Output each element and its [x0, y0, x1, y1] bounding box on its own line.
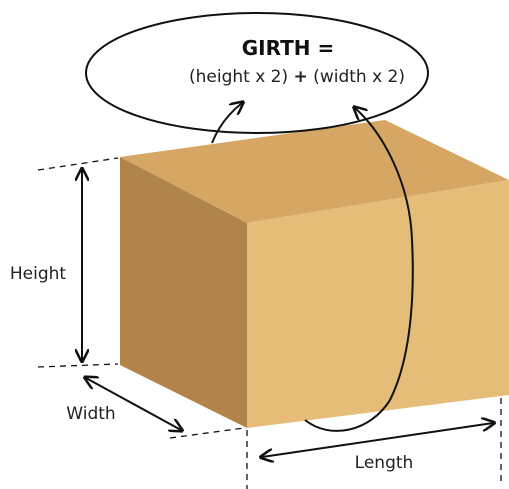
height-guide-bottom — [37, 363, 119, 368]
formula-title: GIRTH = — [242, 36, 334, 60]
length-arrow — [262, 423, 493, 457]
formula-expression: (height x 2) + (width x 2) — [189, 67, 405, 87]
width-guide-bottom — [169, 427, 245, 439]
box-left-face — [120, 157, 247, 428]
width-label: Width — [66, 404, 115, 424]
width-arrow — [86, 378, 181, 430]
length-label: Length — [355, 453, 414, 473]
box-top-face — [120, 120, 509, 223]
height-label: Height — [10, 264, 67, 284]
guide-lines — [37, 157, 502, 489]
box-front-face — [247, 180, 509, 428]
formula-part-width: (width x 2) — [308, 67, 405, 87]
formula-part-height: (height x 2) — [189, 67, 294, 87]
box — [120, 120, 509, 428]
formula-ellipse — [85, 12, 429, 134]
formula-plus: + — [294, 67, 308, 87]
girth-arrow-left — [211, 103, 242, 144]
height-guide-top — [37, 157, 119, 171]
